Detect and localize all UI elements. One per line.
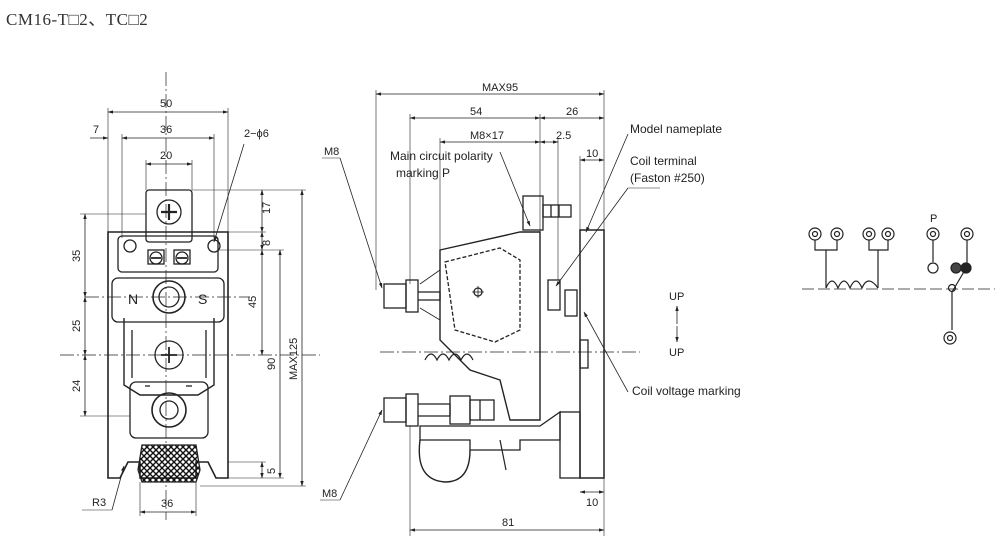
pole-n: N — [128, 291, 138, 307]
dim-5: 5 — [266, 468, 278, 474]
label-m8-top: M8 — [324, 146, 339, 158]
label-up-top: UP — [669, 291, 684, 303]
dim-36-top: 36 — [160, 124, 172, 136]
label-polarity-line1: Main circuit polarity — [390, 149, 493, 163]
front-view — [60, 72, 320, 520]
label-coil-terminal-2: (Faston #250) — [630, 171, 705, 185]
dim-35: 35 — [71, 250, 83, 262]
label-polarity-line2: marking P — [396, 166, 450, 180]
dim-90: 90 — [266, 358, 278, 370]
dim-26: 26 — [566, 106, 578, 118]
dim-17: 17 — [261, 202, 273, 214]
dim-20: 20 — [160, 150, 172, 162]
dim-7: 7 — [93, 124, 99, 136]
dim-2-5: 2.5 — [556, 130, 571, 142]
label-nameplate: Model nameplate — [630, 122, 722, 136]
label-coil-voltage: Coil voltage marking — [632, 384, 741, 398]
dim-25: 25 — [71, 320, 83, 332]
side-view — [320, 90, 679, 536]
dim-54: 54 — [470, 106, 482, 118]
dim-10-top: 10 — [586, 148, 598, 160]
dim-holes: 2−ϕ6 — [244, 128, 269, 140]
dim-36-bottom: 36 — [161, 498, 173, 510]
model-title: CM16-T□2、TC□2 — [6, 10, 149, 29]
dim-45: 45 — [247, 296, 259, 308]
circuit-diagram — [802, 227, 995, 345]
dim-24: 24 — [71, 380, 83, 392]
dim-10-bottom: 10 — [586, 497, 598, 509]
label-coil-terminal-1: Coil terminal — [630, 154, 697, 168]
dim-m8x17: M8×17 — [470, 130, 504, 142]
dim-81: 81 — [502, 517, 514, 529]
dim-max95: MAX95 — [482, 82, 518, 94]
dim-50: 50 — [160, 98, 172, 110]
label-up-bottom: UP — [669, 347, 684, 359]
circuit-p-label: P — [930, 213, 937, 225]
dim-r3: R3 — [92, 497, 106, 509]
dim-8: 8 — [261, 240, 273, 246]
pole-s: S — [198, 291, 207, 307]
label-m8-bottom: M8 — [322, 488, 337, 500]
dim-max125: MAX125 — [288, 338, 300, 380]
